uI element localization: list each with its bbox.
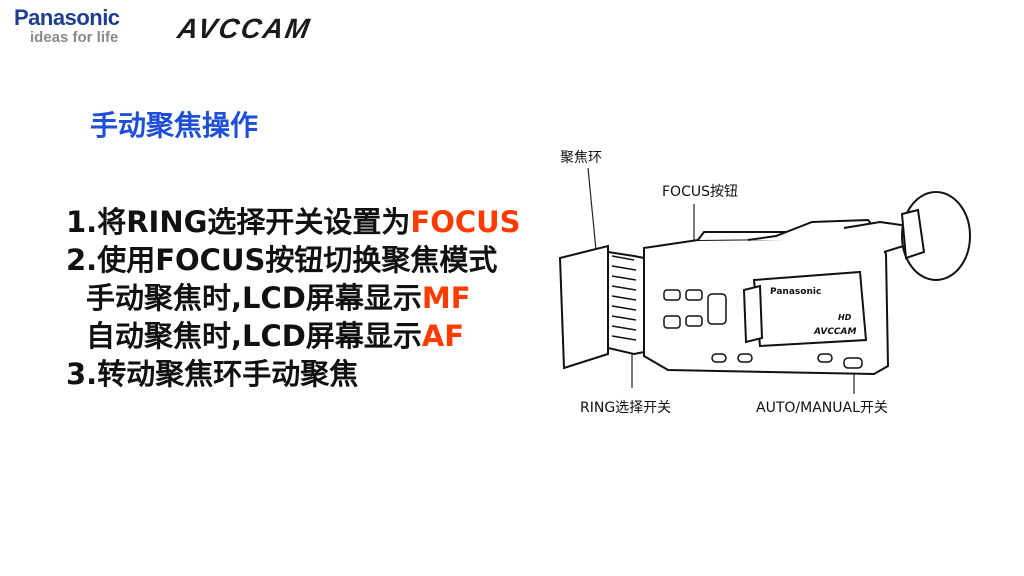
panasonic-logo: Panasonic ideas for life bbox=[14, 6, 120, 46]
label-focus-button: FOCUS按钮 bbox=[662, 184, 738, 200]
label-ring-switch: RING选择开关 bbox=[580, 400, 671, 416]
step-3: 3.转动聚焦环手动聚焦 bbox=[66, 355, 521, 393]
focus-button-icon bbox=[685, 289, 703, 301]
auto-manual-switch-icon bbox=[843, 357, 863, 369]
lcd-model: AVCCAM bbox=[813, 327, 856, 337]
step-1: 1.将RING选择开关设置为FOCUS bbox=[66, 203, 521, 241]
mf-highlight: MF bbox=[421, 281, 471, 315]
brand-name: Panasonic bbox=[14, 5, 120, 30]
slide-title: 手动聚焦操作 bbox=[90, 109, 259, 142]
hd-badge: HD bbox=[838, 313, 852, 322]
camera-controls bbox=[663, 289, 863, 369]
instruction-list: 1.将RING选择开关设置为FOCUS 2.使用FOCUS按钮切换聚焦模式 手动… bbox=[66, 203, 521, 393]
brand-tagline: ideas for life bbox=[30, 29, 119, 46]
mf-note-text: 手动聚焦时,LCD屏幕显示 bbox=[86, 281, 422, 315]
camcorder-diagram: 聚焦环 FOCUS按钮 RING选择开关 AUTO/MANUAL开关 bbox=[558, 150, 971, 416]
label-focus-ring: 聚焦环 bbox=[560, 150, 602, 166]
camera-body bbox=[558, 191, 971, 376]
label-auto-manual-switch: AUTO/MANUAL开关 bbox=[756, 400, 888, 416]
step-2-text: 2.使用FOCUS按钮切换聚焦模式 bbox=[66, 243, 498, 277]
ring-switch-icon bbox=[663, 315, 681, 329]
step-2: 2.使用FOCUS按钮切换聚焦模式 bbox=[66, 241, 521, 279]
step-2-af-note: 自动聚焦时,LCD屏幕显示AF bbox=[66, 317, 521, 355]
avccam-logo: AVCCAM bbox=[175, 13, 314, 44]
focus-ring-icon bbox=[611, 255, 637, 341]
step-1-highlight: FOCUS bbox=[410, 205, 521, 239]
step-2-mf-note: 手动聚焦时,LCD屏幕显示MF bbox=[66, 279, 521, 317]
af-highlight: AF bbox=[421, 319, 465, 353]
lcd-panel bbox=[742, 270, 868, 348]
step-3-text: 3.转动聚焦环手动聚焦 bbox=[66, 357, 359, 391]
step-1-text: 1.将RING选择开关设置为 bbox=[66, 205, 411, 239]
af-note-text: 自动聚焦时,LCD屏幕显示 bbox=[86, 319, 422, 353]
lcd-brand: Panasonic bbox=[770, 287, 821, 297]
